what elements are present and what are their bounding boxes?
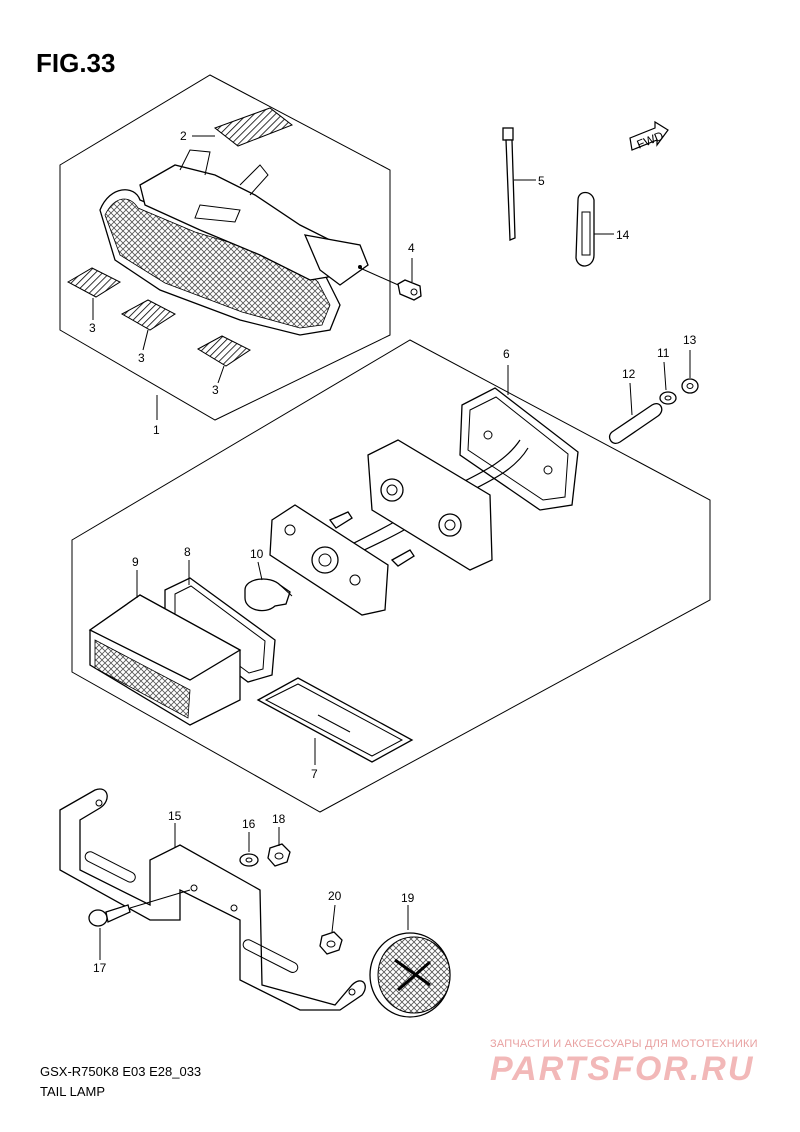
callout-14: 14	[616, 228, 630, 242]
callout-12: 12	[622, 367, 636, 381]
callout-4: 4	[408, 241, 415, 255]
part-7-cover-plate	[256, 677, 414, 763]
part-4-bolt	[359, 267, 422, 301]
callout-9: 9	[132, 555, 139, 569]
watermark-tagline: ЗАПЧАСТИ И АКСЕССУАРЫ ДЛЯ МОТОТЕХНИКИ	[490, 1038, 758, 1050]
part-13-nut	[681, 378, 699, 394]
part-6-gasket-plate	[459, 387, 579, 511]
part-5-cable-tie	[502, 127, 516, 241]
callout-6: 6	[503, 347, 510, 361]
callout-3c: 3	[212, 383, 219, 397]
callout-20: 20	[328, 889, 342, 903]
model-code: GSX-R750K8 E03 E28_033	[40, 1064, 202, 1079]
lamp-bracket	[269, 504, 415, 616]
part-19-round-reflector	[369, 932, 451, 1018]
callout-13: 13	[683, 333, 697, 347]
part-9-lens	[88, 594, 242, 726]
part-20-nut	[319, 931, 343, 955]
part-10-bulb	[244, 578, 293, 612]
callout-16: 16	[242, 817, 256, 831]
fwd-label: FWD	[635, 128, 666, 151]
part-14-clip	[575, 191, 595, 267]
diagram-name: TAIL LAMP	[40, 1084, 106, 1099]
callout-5: 5	[538, 174, 545, 188]
callout-18: 18	[272, 812, 286, 826]
fwd-arrow-icon: FWD	[629, 120, 669, 152]
part-3-pad-c	[196, 335, 251, 367]
part-15-bracket	[59, 788, 366, 1011]
lamp-socket-housing	[367, 439, 493, 571]
part-3-pad-b	[120, 299, 176, 331]
callout-2: 2	[180, 129, 187, 143]
part-12-spacer	[608, 403, 663, 444]
callout-15: 15	[168, 809, 182, 823]
part-11-washer	[659, 391, 677, 405]
callout-labels: 2 3 3 3 1 4 5 14 6 12 11 13 9 8 10 7 15 …	[89, 129, 697, 975]
part-1-tail-lamp-body	[99, 149, 369, 336]
leader-lines	[92, 135, 691, 960]
part-17-screw	[88, 889, 191, 927]
watermark-logo: PARTSFOR.RU	[490, 1050, 755, 1088]
callout-19: 19	[401, 891, 415, 905]
callout-11: 11	[657, 346, 670, 360]
part-16-washer	[239, 853, 259, 867]
callout-10: 10	[250, 547, 264, 561]
assembly-box-lower	[71, 339, 711, 813]
assembly-box-upper	[59, 74, 391, 421]
callout-3b: 3	[138, 351, 145, 365]
figure-title: FIG.33	[36, 48, 116, 78]
part-3-pad-a	[66, 267, 122, 298]
part-2-reflector-pad	[213, 107, 294, 147]
callout-1: 1	[153, 423, 160, 437]
callout-17: 17	[93, 961, 107, 975]
callout-7: 7	[311, 767, 318, 781]
part-18-nut	[267, 843, 291, 867]
callout-8: 8	[184, 545, 191, 559]
callout-3a: 3	[89, 321, 96, 335]
